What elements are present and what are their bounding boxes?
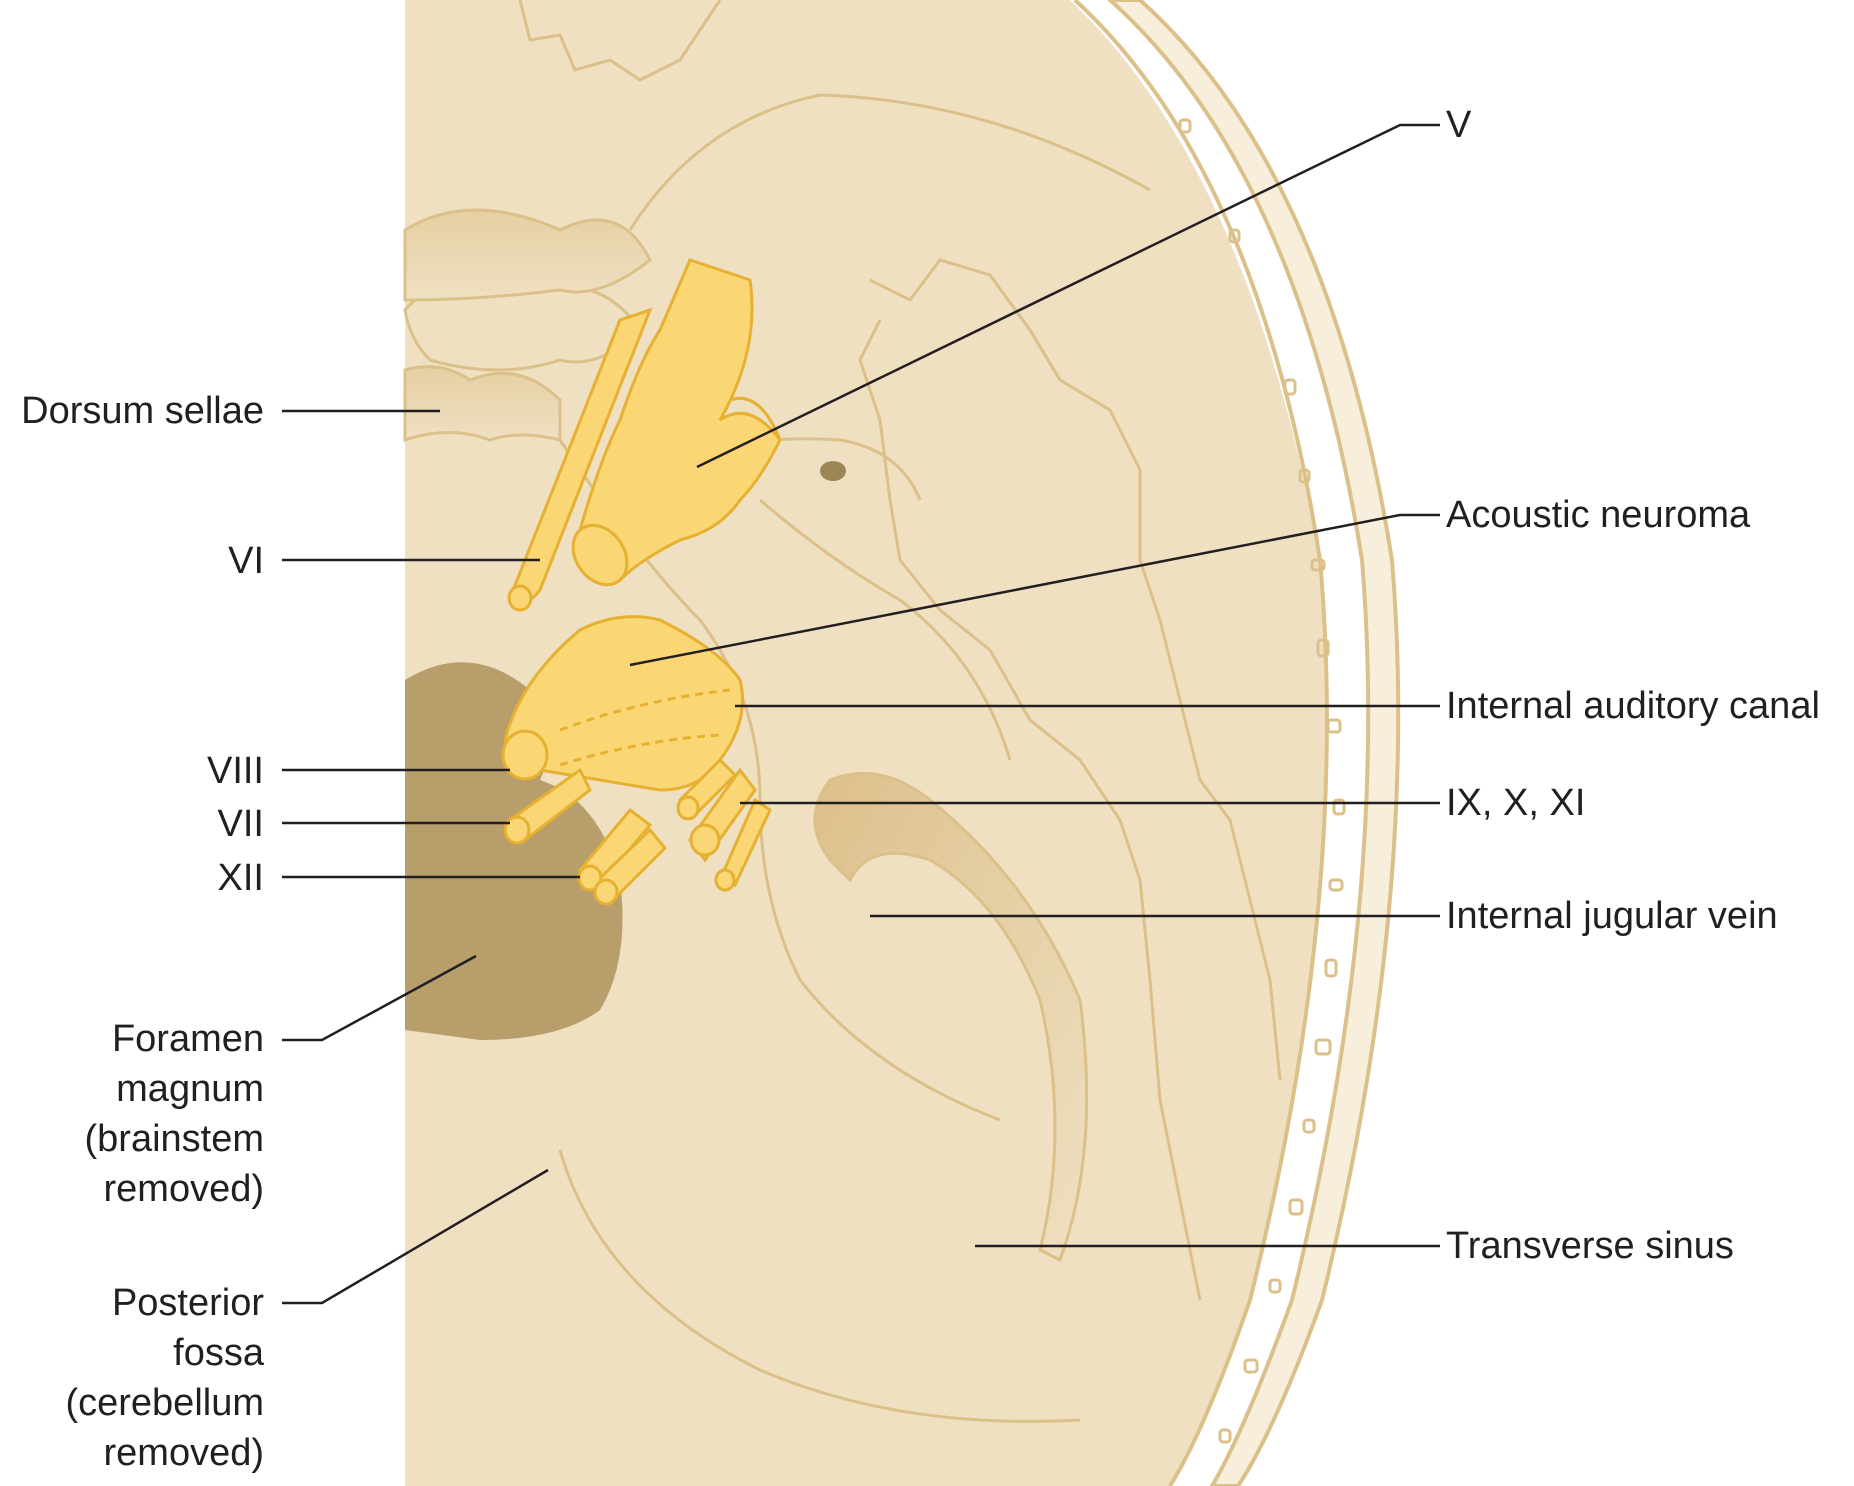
foramen-opening [820, 461, 846, 481]
label-dorsum-sellae: Dorsum sellae [21, 390, 264, 432]
label-nerves-ix-x-xi: IX, X, XI [1446, 782, 1586, 824]
petrous-ridge [403, 208, 652, 302]
label-foramen-magnum: Foramen magnum (brainstem removed) [84, 1018, 265, 1210]
label-nerve-vi: VI [228, 540, 264, 582]
nerves-ix-x-xi [676, 757, 772, 892]
diploe-bone-marks [1178, 118, 1346, 1444]
label-internal-jugular-vein: Internal jugular vein [1446, 895, 1778, 937]
label-nerve-v: V [1446, 104, 1472, 146]
nerve-vi [507, 307, 653, 612]
dorsum-sellae [403, 365, 562, 443]
label-nerve-vii: VII [217, 803, 264, 845]
nerve-xii [577, 807, 668, 906]
skull-vault-inner-outline [1073, 0, 1329, 1486]
label-posterior-fossa: Posterior fossa (cerebellum removed) [65, 1282, 264, 1474]
nerve-vii [503, 767, 592, 845]
label-internal-auditory-canal: Internal auditory canal [1446, 685, 1820, 727]
bone-ridge-outlines [403, 0, 1282, 1423]
label-acoustic-neuroma: Acoustic neuroma [1446, 494, 1751, 536]
foramen-magnum [405, 662, 623, 1040]
label-transverse-sinus: Transverse sinus [1446, 1225, 1734, 1267]
cranial-base-bone [405, 0, 1327, 1486]
label-nerve-xii: XII [217, 857, 264, 899]
nerve-v [571, 258, 782, 587]
skull-vault-diploe [1107, 0, 1401, 1486]
acoustic-neuroma [501, 615, 744, 792]
internal-jugular-vein-channel [813, 771, 1089, 1263]
label-nerve-viii: VIII [206, 750, 264, 792]
leader-lines [282, 123, 1440, 1305]
